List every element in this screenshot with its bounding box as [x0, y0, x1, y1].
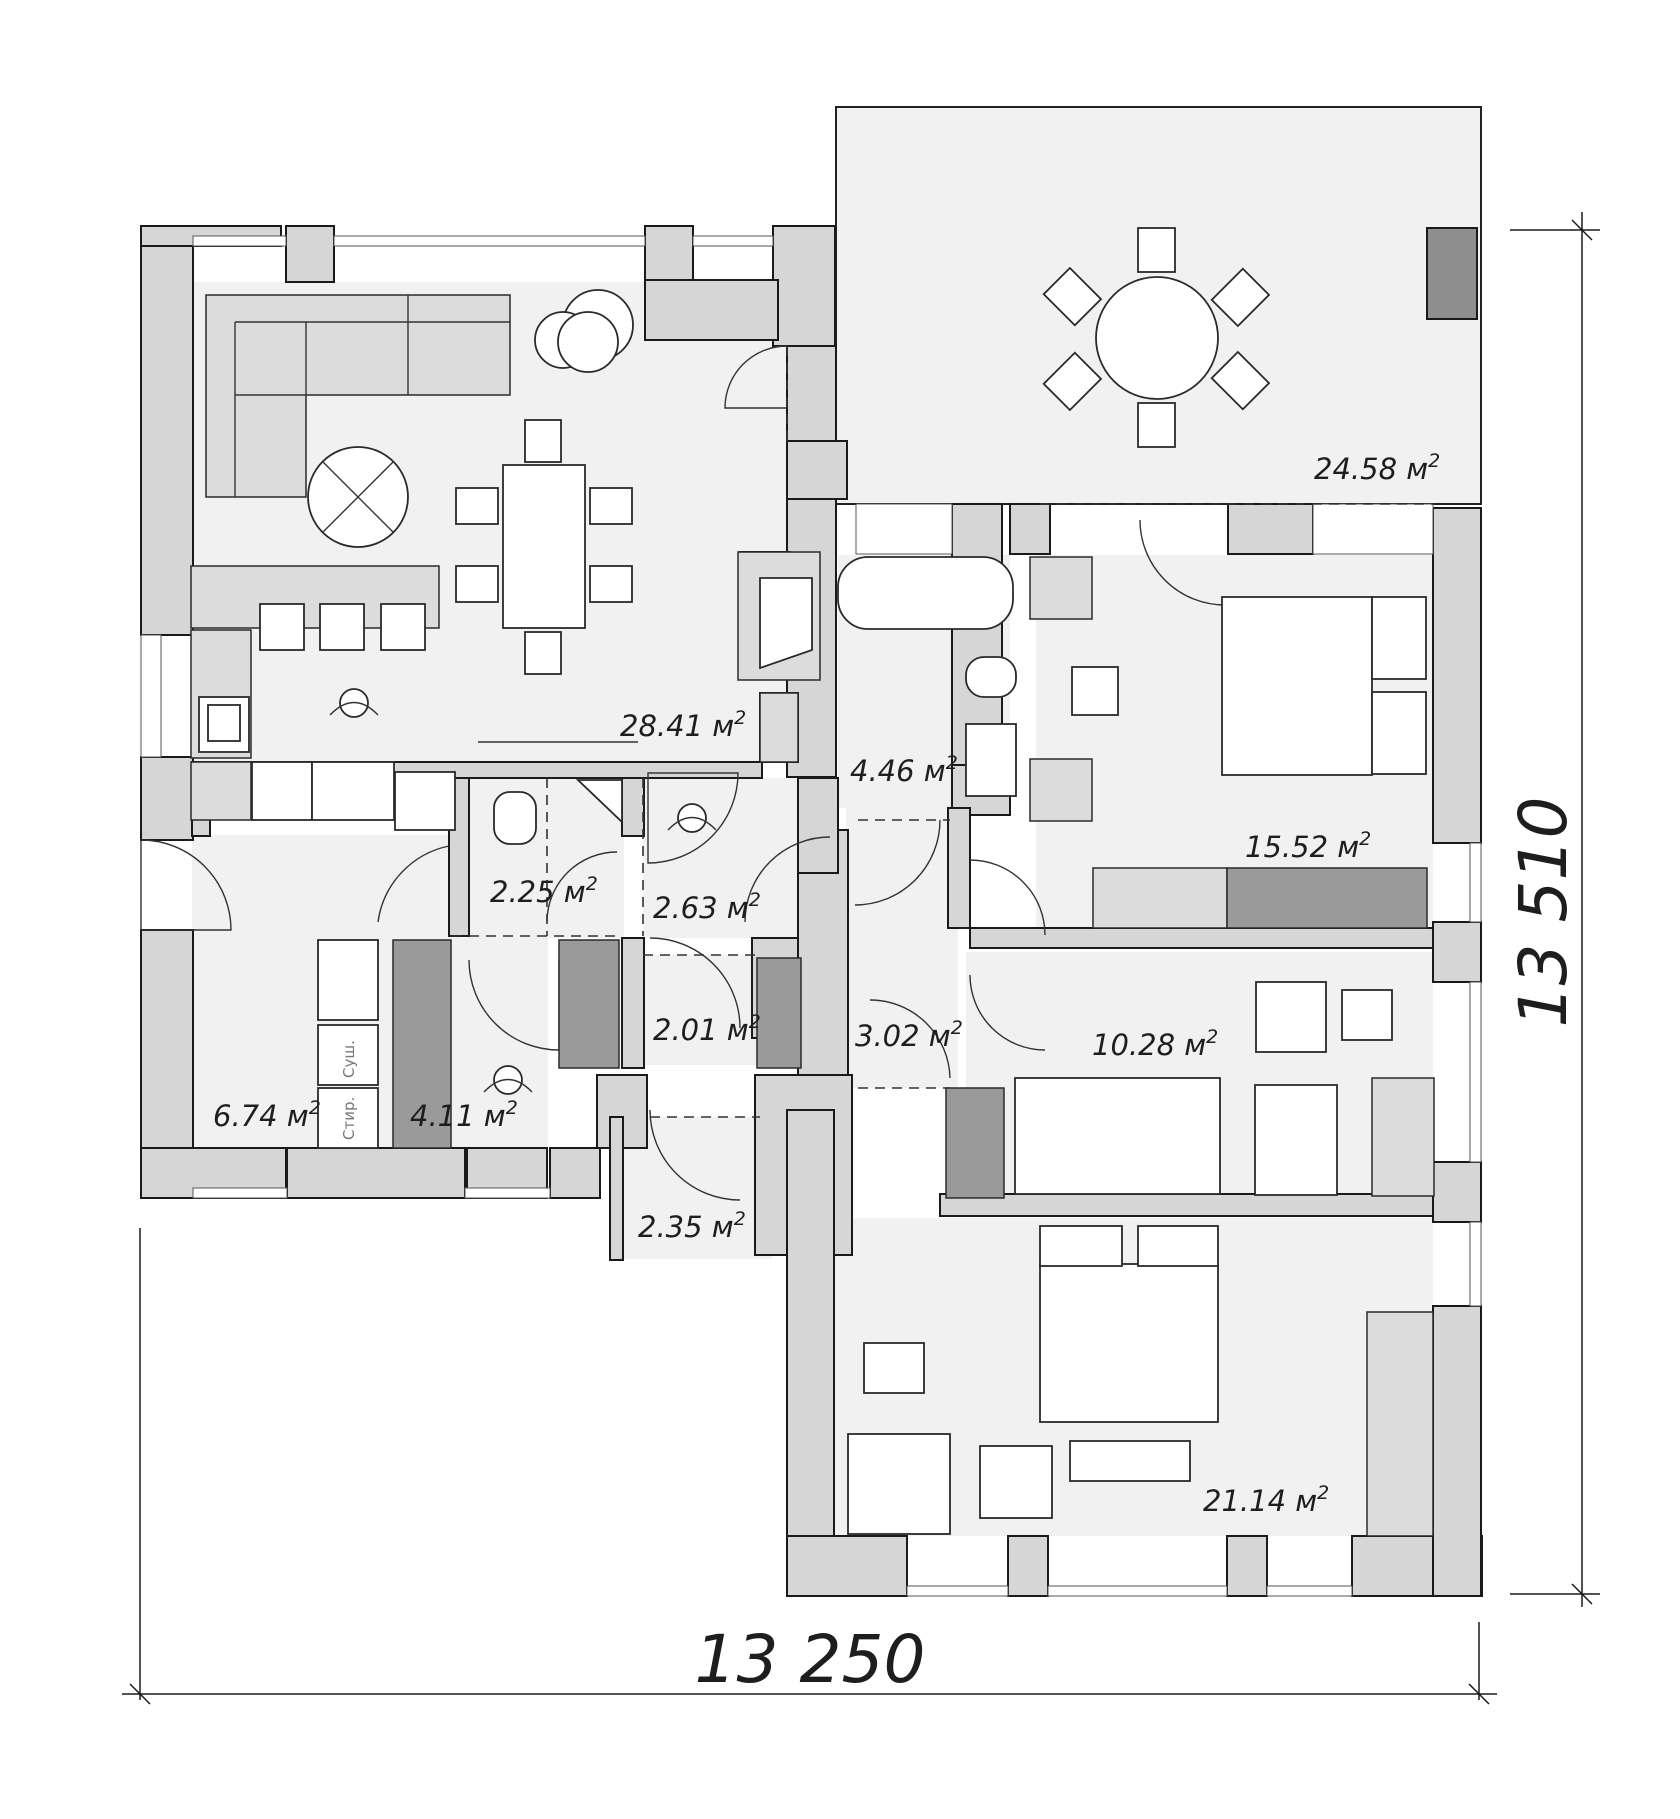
area-label-hall-small: 2.63 м2 [653, 889, 761, 925]
area-label-corridor-small: 2.01 м2 [653, 1011, 761, 1047]
wc-fixtures [493, 779, 717, 845]
area-label-porch: 2.35 м2 [638, 1208, 746, 1244]
living-room-furniture [190, 289, 821, 831]
height-dimension-label: 13 510 [1505, 797, 1582, 1028]
area-labels: 28.41 м2 24.58 м2 4.46 м2 15.52 м2 2.25 … [213, 450, 1440, 1518]
terrace [835, 106, 1482, 505]
bedroom-2-furniture [945, 981, 1435, 1199]
width-dimension-label: 13 250 [695, 1621, 926, 1698]
round-coffee-table [307, 446, 409, 548]
area-label-living-kitchen: 28.41 м2 [620, 707, 746, 743]
dimension-lines [122, 212, 1600, 1705]
washer-label: Стир. [340, 1097, 358, 1140]
person-icon [329, 688, 379, 718]
area-label-bedroom-2: 10.28 м2 [1092, 1026, 1218, 1062]
area-label-entrance-hall: 6.74 м2 [213, 1097, 321, 1133]
dining-table [455, 419, 633, 675]
bedroom-1-furniture [1029, 556, 1428, 929]
plant-icon [534, 289, 634, 373]
person-icon [483, 1065, 533, 1095]
area-label-laundry: 4.11 м2 [410, 1097, 518, 1133]
area-label-wc: 2.25 м2 [490, 873, 598, 909]
terrace-dining-table [1042, 227, 1271, 448]
area-label-bedroom-1: 15.52 м2 [1245, 828, 1371, 864]
bedroom-3-furniture [847, 1225, 1434, 1537]
bar-stools [259, 603, 426, 651]
fireplace [737, 551, 821, 681]
windows [140, 235, 1482, 1597]
doors [140, 345, 1435, 1201]
area-label-bathroom: 4.46 м2 [850, 752, 958, 788]
corridor-fixtures [756, 957, 802, 1069]
area-label-terrace: 24.58 м2 [1314, 450, 1440, 486]
laundry-fixtures [317, 939, 620, 1149]
area-label-bedroom-3: 21.14 м2 [1203, 1482, 1329, 1518]
bathroom-fixtures [837, 556, 1017, 797]
area-label-corridor: 3.02 м2 [855, 1017, 963, 1053]
corner-sofa [205, 294, 511, 498]
person-icon [667, 803, 717, 833]
dryer-label: Суш. [340, 1040, 358, 1078]
terrace-column [1426, 227, 1478, 320]
